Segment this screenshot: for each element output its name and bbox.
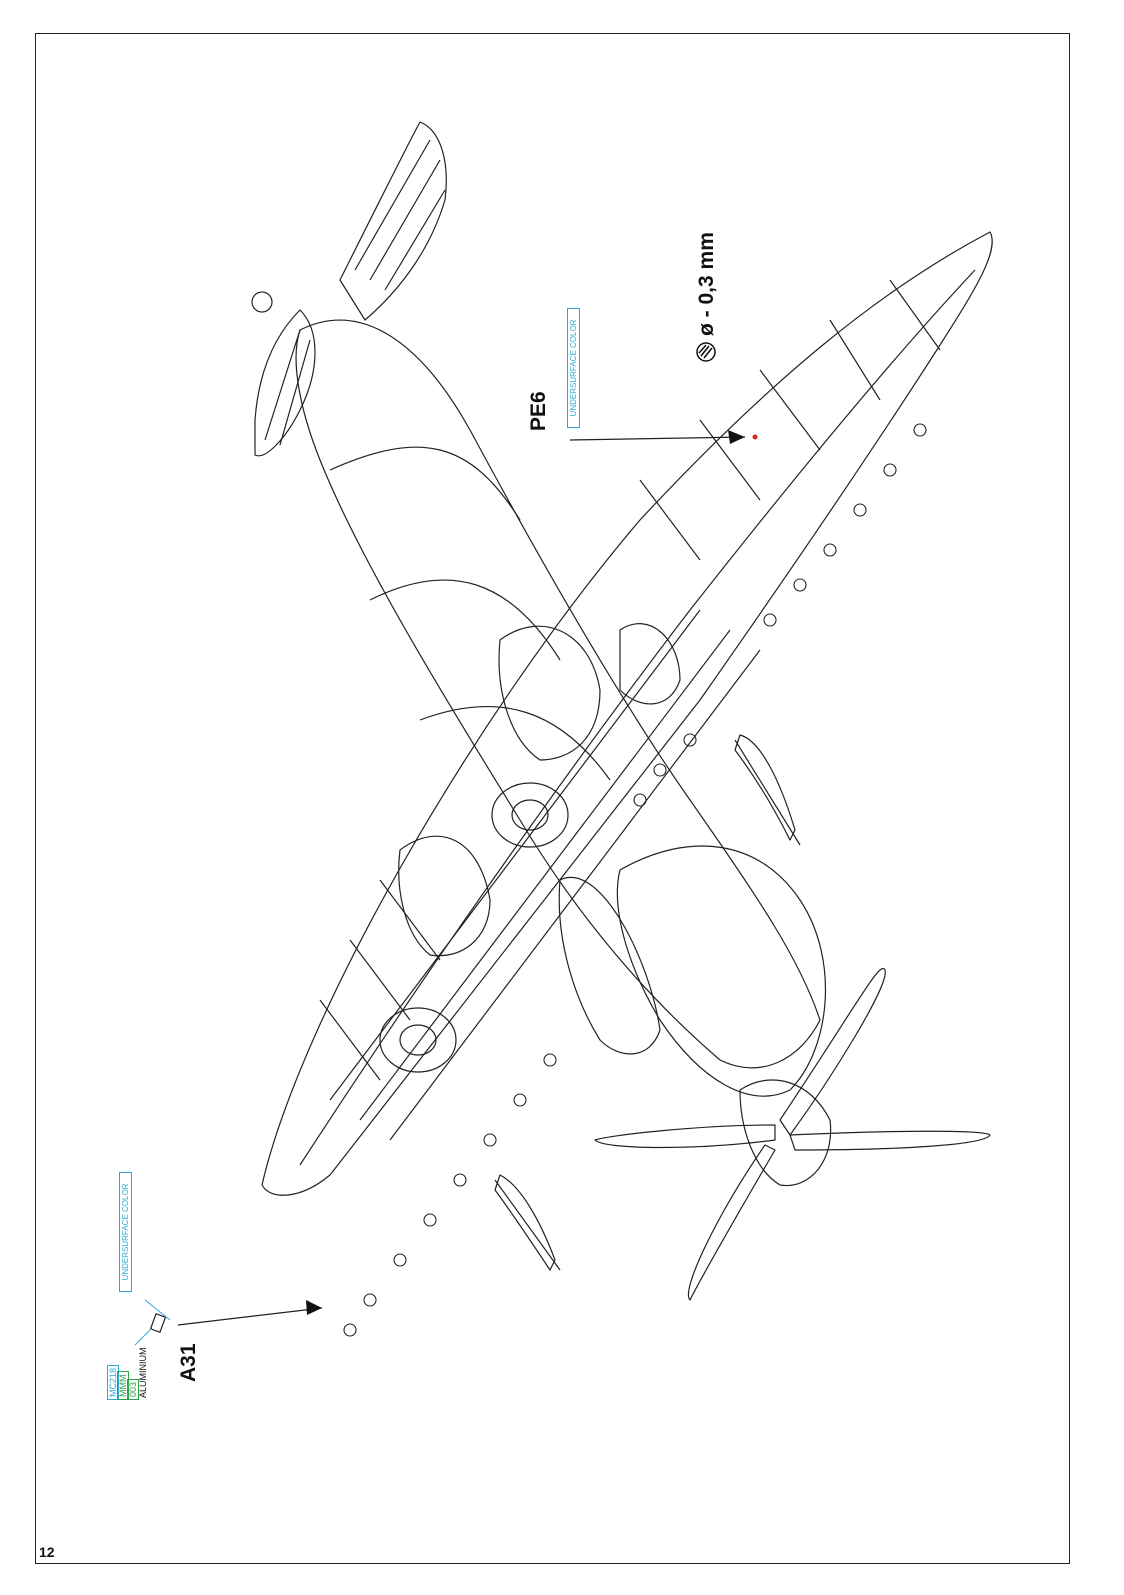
pe6-arrowhead (728, 430, 745, 444)
engine-cowling (616, 845, 826, 1097)
pe6-marker (752, 434, 758, 440)
a31-color-label: UNDERSURFACE COLOR (119, 1172, 132, 1292)
prop-blade-1 (779, 968, 886, 1136)
hole-diameter-spec: ø - 0,3 mm (695, 232, 718, 336)
a31-paint-chip: MC218 MMM 003 ALUMINIUM (107, 1345, 148, 1400)
a31-part-sketch (149, 1313, 167, 1333)
gear-bay-left (398, 835, 491, 957)
cannon-left (494, 1179, 561, 1271)
prop-blade-3 (688, 1144, 776, 1301)
wing-inner-line (299, 269, 976, 1166)
fuselage-outline (295, 319, 821, 1069)
pe6-color-label: UNDERSURFACE COLOR (567, 308, 580, 428)
prop-blade-4 (594, 1124, 776, 1149)
main-wheel-left (379, 1007, 457, 1073)
tail-wheel (251, 291, 273, 313)
drill-icon (696, 342, 716, 362)
wing-outline (261, 231, 993, 1196)
tailplane-lower (254, 309, 316, 457)
page-frame (35, 33, 1070, 1564)
spinner (739, 1079, 832, 1187)
cannon-right (734, 739, 801, 846)
a31-leader (177, 1307, 323, 1326)
tailplane-upper (339, 121, 447, 321)
radiator-fairing (558, 877, 661, 1055)
a31-arrowhead (306, 1300, 322, 1315)
a31-paint-leader (134, 1329, 151, 1346)
prop-blade-2 (789, 1130, 991, 1151)
pe6-part-label: PE6 (527, 391, 550, 431)
main-wheel-right (491, 782, 569, 848)
pe6-leader (569, 436, 746, 441)
a31-part-label: A31 (177, 1343, 200, 1382)
a31-color-leader (144, 1299, 171, 1321)
paint-name: ALUMINIUM (138, 1347, 148, 1398)
gear-bay-right (498, 625, 601, 761)
page-number: 12 (39, 1544, 55, 1560)
